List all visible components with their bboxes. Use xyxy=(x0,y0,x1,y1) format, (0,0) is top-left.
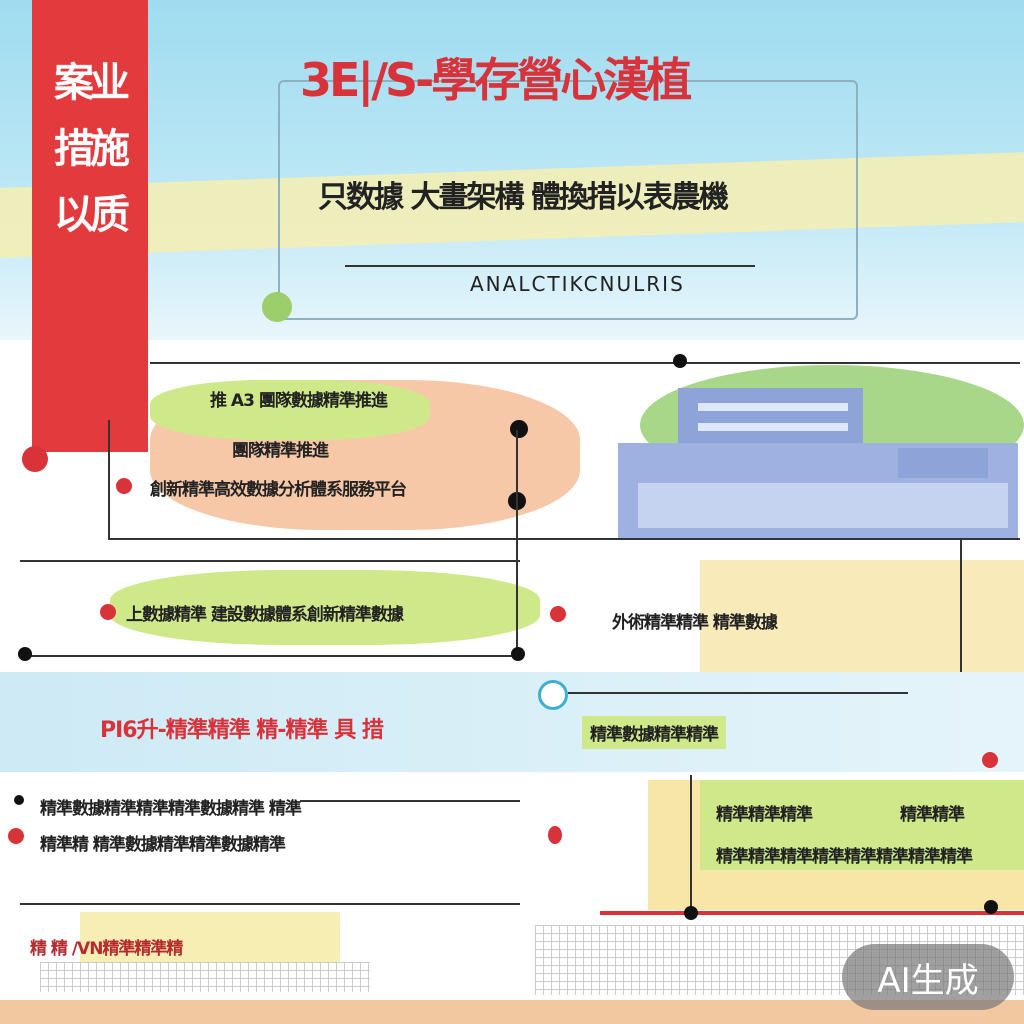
section3-text: 外術精準精準 精準數據 xyxy=(612,613,778,633)
red-dot xyxy=(116,478,132,494)
tagline: ANALCTIKCNULRIS xyxy=(470,272,685,296)
red-dot xyxy=(982,752,998,768)
connector-line xyxy=(690,775,692,915)
connector-line xyxy=(568,692,908,694)
connector-line xyxy=(20,903,520,905)
connector-line xyxy=(516,430,518,655)
footer-text: 精 精 /VN精準精準精 xyxy=(30,939,183,959)
badge-icon xyxy=(262,292,292,322)
section2-bg xyxy=(110,570,540,645)
title-frame xyxy=(278,80,858,320)
node xyxy=(684,906,698,920)
connector-line xyxy=(150,362,1020,364)
footer-highlight xyxy=(80,912,340,962)
red-dot xyxy=(22,446,48,472)
node xyxy=(510,420,528,438)
red-dot xyxy=(100,604,116,620)
pin-icon xyxy=(538,680,568,710)
section2-text: 上數據精準 建設數據體系創新精準數據 xyxy=(126,605,404,625)
poster-subtitle: 只数據 大畫架構 體換措以表農機 xyxy=(318,180,729,215)
grid-pattern xyxy=(40,962,370,992)
node xyxy=(511,647,525,661)
bottom-strip xyxy=(0,1000,1024,1024)
bullet xyxy=(14,795,24,805)
list-item: 精準精 精準數據精準精準數據精準 xyxy=(40,835,286,855)
section1-green xyxy=(150,380,430,440)
green-box xyxy=(700,780,1024,870)
divider xyxy=(345,265,755,267)
highlight-text: PI6升-精準精準 精-精準 具 措 xyxy=(100,718,384,743)
connector-line xyxy=(300,800,520,802)
red-dot xyxy=(8,828,24,844)
side-banner: 案业 措施 以质 xyxy=(32,0,148,452)
node xyxy=(673,354,687,368)
node xyxy=(18,647,32,661)
section1-line: 創新精準高效數據分析體系服務平台 xyxy=(150,480,407,500)
poster-title: 3E|/S-學存營心漢植 xyxy=(300,53,692,107)
red-dot xyxy=(550,606,566,622)
building-illustration xyxy=(618,388,1018,538)
section1-line: 團隊精準推進 xyxy=(232,441,329,461)
red-line xyxy=(600,911,1024,915)
connector-line xyxy=(108,420,110,540)
green-box-text: 精準精準精準精準精準精準精準精準 xyxy=(716,847,973,867)
side-banner-text: 案业 措施 以质 xyxy=(54,60,130,238)
section1-line: 推 A3 團隊數據精準推進 xyxy=(210,391,388,411)
connector-line xyxy=(960,540,962,760)
callout-label: 精準數據精準精準 xyxy=(582,716,726,749)
connector-line xyxy=(20,655,520,657)
connector-line xyxy=(20,560,520,562)
node xyxy=(984,900,998,914)
green-box-text: 精準精準精準 xyxy=(716,805,813,825)
ai-watermark: AI生成 xyxy=(842,944,1014,1010)
red-dot xyxy=(548,826,562,844)
highlight-band xyxy=(0,672,1024,772)
connector-line xyxy=(108,538,1020,540)
list-item: 精準數據精準精準精準數據精準 精準 xyxy=(40,799,302,819)
green-box-text: 精準精準 xyxy=(900,805,965,825)
